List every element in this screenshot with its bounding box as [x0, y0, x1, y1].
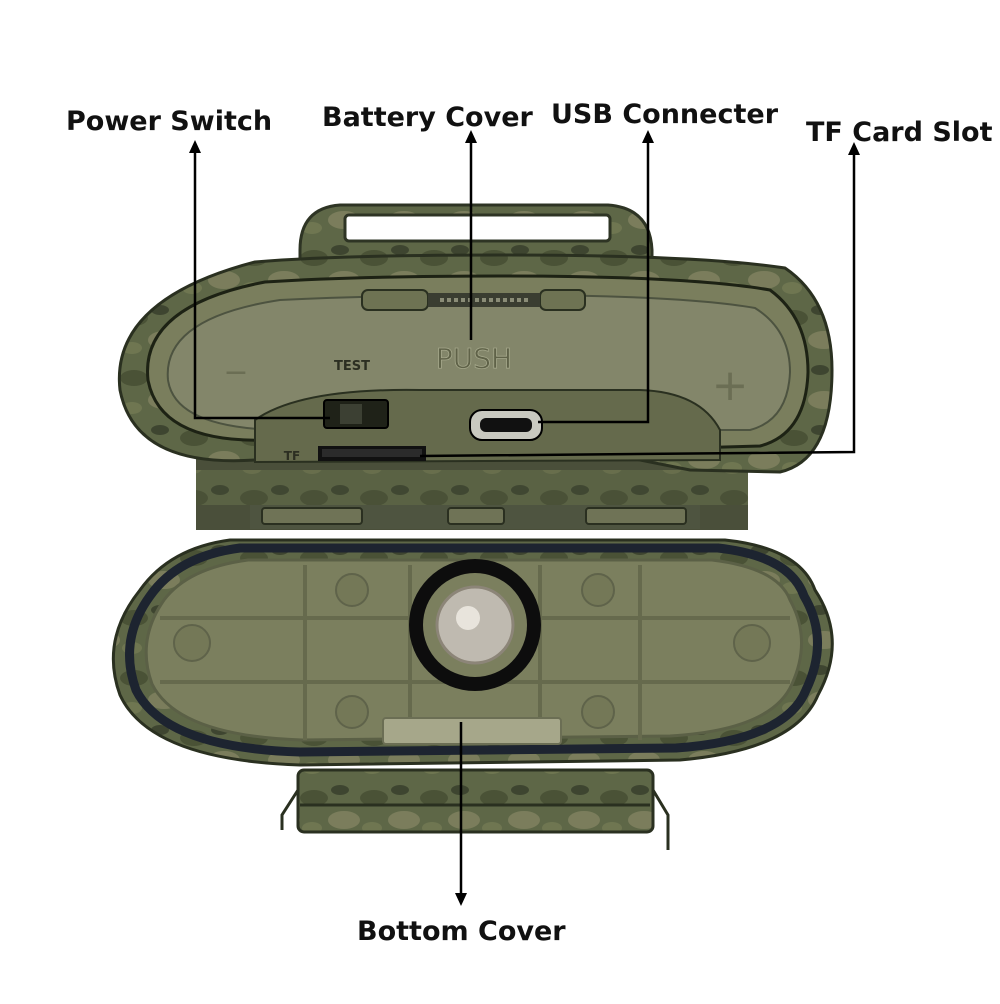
tf-marking: TF: [284, 449, 300, 463]
label-tf-card-slot: TF Card Slot: [806, 117, 993, 148]
bottom-cover: [111, 538, 834, 767]
camera-body-band: [196, 470, 748, 505]
push-marking: PUSH: [436, 342, 512, 375]
bottom-cover-gasket: [125, 543, 822, 757]
leader-usb-connecter: [538, 140, 650, 424]
arrowhead-battery-cover: [465, 130, 477, 143]
battery-cover-hinge: [361, 289, 586, 311]
label-usb-connecter: USB Connecter: [551, 99, 779, 130]
leader-lines: [193, 140, 856, 896]
label-bottom-cover: Bottom Cover: [357, 916, 566, 947]
arrowhead-bottom-cover: [455, 893, 467, 906]
leader-tf-card-slot: [419, 152, 856, 458]
label-battery-cover: Battery Cover: [322, 102, 533, 133]
arrowhead-tf-card-slot: [848, 142, 860, 155]
tf-card-slot: [318, 446, 426, 461]
arrowhead-power-switch: [189, 140, 201, 153]
arrowhead-usb-connecter: [642, 130, 654, 143]
main-hinge: [250, 505, 700, 529]
bottom-tab: [280, 768, 670, 850]
label-power-switch: Power Switch: [66, 106, 273, 137]
minus-marking: −: [223, 355, 248, 390]
test-marking: TEST: [334, 359, 370, 374]
leader-power-switch: [193, 150, 330, 420]
usb-connector: [469, 409, 543, 441]
bottom-latch: [382, 717, 562, 745]
power-switch: [323, 399, 389, 429]
plus-marking: +: [712, 360, 749, 411]
arrowheads: [189, 130, 860, 906]
